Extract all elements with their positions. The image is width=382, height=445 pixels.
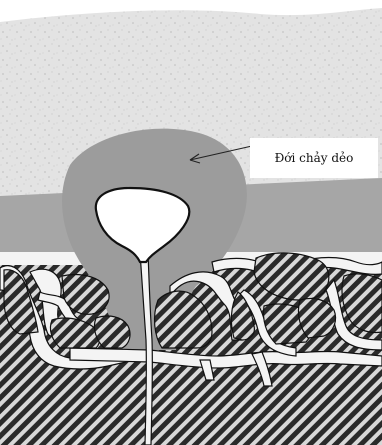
grain-10	[298, 298, 335, 338]
plastic-zone-label: Đới chảy dẻo	[250, 138, 378, 178]
